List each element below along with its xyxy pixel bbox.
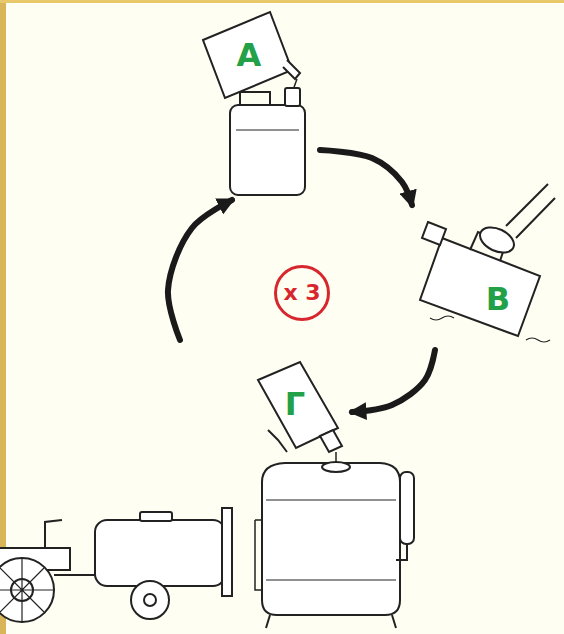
cycle-arrow [168, 200, 232, 340]
container-spout [283, 60, 300, 79]
sprayer-tank [396, 544, 407, 560]
sprayer-tank [266, 500, 396, 580]
rinse-measure-container [203, 12, 292, 98]
hand [476, 222, 518, 257]
step-illustration [412, 180, 555, 350]
step-letter: А [237, 38, 262, 73]
canister-seam [236, 130, 299, 131]
sprayer-tank [255, 462, 414, 628]
tractor-sprayer [95, 520, 225, 586]
page-frame [0, 0, 6, 634]
sprayer-tank [262, 463, 400, 615]
repeat-count-circle: x 3 [274, 265, 330, 321]
page-frame [0, 0, 564, 3]
sprayer-tank [266, 615, 396, 628]
tractor-sprayer [222, 508, 232, 596]
canister [420, 238, 540, 336]
repeat-count: x 3 [283, 281, 320, 305]
tractor-sprayer [0, 558, 54, 622]
canister-neck [320, 430, 342, 452]
tractor-sprayer [131, 581, 169, 619]
step-illustration [420, 184, 555, 342]
pour-stream [335, 452, 337, 462]
canister-handle [240, 92, 270, 105]
tractor-sprayer [0, 558, 54, 622]
canister-neck [285, 88, 300, 106]
rinse-step-shake: В [412, 180, 555, 350]
canister [230, 105, 305, 195]
cycle-arrow [352, 350, 435, 412]
tractor-sprayer [0, 508, 232, 622]
shake-lines [430, 316, 550, 342]
tractor-sprayer [144, 594, 156, 606]
tractor-sprayer [45, 520, 62, 548]
sprayer-tank [400, 472, 414, 544]
step-letter: В [486, 282, 510, 317]
arm [506, 184, 555, 238]
tractor-sprayer [54, 574, 95, 576]
sprayer-tank [322, 462, 350, 472]
step-illustration [200, 5, 320, 200]
cycle-arrow [320, 150, 412, 205]
canister-handle [268, 430, 287, 452]
canister-cap [422, 222, 446, 245]
sprayer-tank [255, 520, 262, 590]
step-illustration [203, 12, 305, 195]
step-illustration [258, 362, 342, 462]
step-letter: Г [285, 387, 305, 422]
tractor-sprayer [140, 512, 172, 521]
rinse-step-empty: Г [172, 340, 352, 460]
rinse-step-fill: А [200, 5, 320, 200]
step-illustration [172, 340, 352, 460]
